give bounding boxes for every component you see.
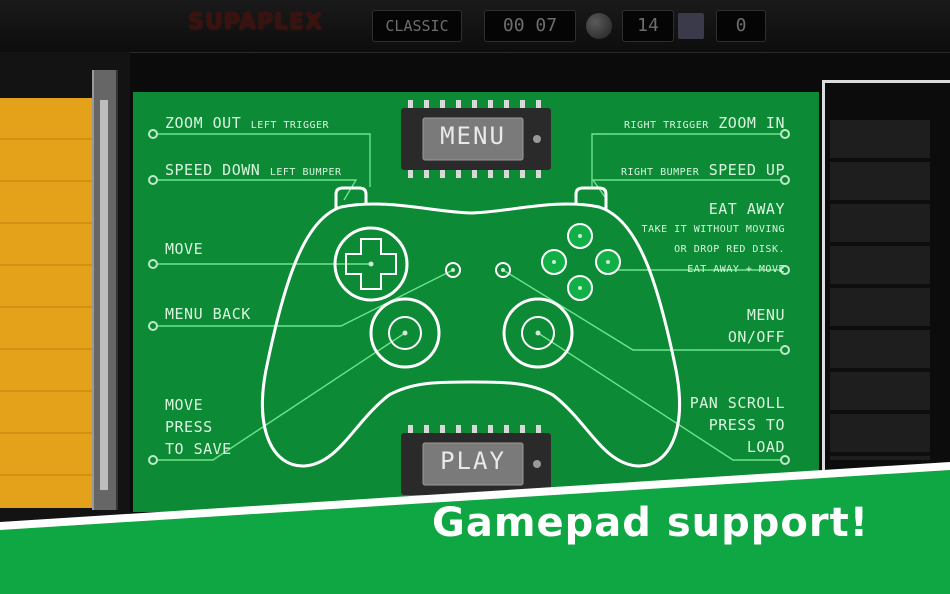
play-chip-label[interactable]: PLAY xyxy=(440,447,506,475)
disk-counter: 0 xyxy=(716,10,766,42)
floppy-disk-icon xyxy=(678,13,704,39)
speed-up-label: RIGHT BUMPER SPEED UP xyxy=(620,161,785,179)
banner-text: Gamepad support! xyxy=(432,500,869,546)
time-display: 00 07 xyxy=(484,10,576,42)
metal-rail xyxy=(92,70,118,510)
play-chip[interactable] xyxy=(401,425,551,495)
game-logo: SUPAPLEX xyxy=(188,10,323,35)
gamepad-outline xyxy=(261,186,681,468)
infotron-counter: 14 xyxy=(622,10,674,42)
mode-button[interactable]: CLASSIC xyxy=(372,10,462,42)
top-hud-bar: SUPAPLEX CLASSIC 00 07 14 0 xyxy=(0,0,950,53)
level-tiles xyxy=(830,120,930,460)
speed-down-label: SPEED DOWN LEFT BUMPER xyxy=(165,161,342,179)
menu-back-label: MENU BACK xyxy=(165,305,251,323)
controller-guide-board: MENU PLAY ZOOM OUT LEFT TRIGGER SPEED DO… xyxy=(133,92,819,512)
move-label: MOVE xyxy=(165,240,204,258)
zoom-in-label: RIGHT TRIGGER ZOOM IN xyxy=(623,114,785,132)
zoom-out-label: ZOOM OUT LEFT TRIGGER xyxy=(165,114,330,132)
eat-away-label: EAT AWAY TAKE IT WITHOUT MOVING OR DROP … xyxy=(641,200,785,275)
menu-chip[interactable] xyxy=(401,100,551,178)
controller-diagram xyxy=(148,100,790,495)
infotron-icon xyxy=(586,13,612,39)
menu-chip-label[interactable]: MENU xyxy=(440,122,506,150)
yellow-cable-panel xyxy=(0,98,92,508)
